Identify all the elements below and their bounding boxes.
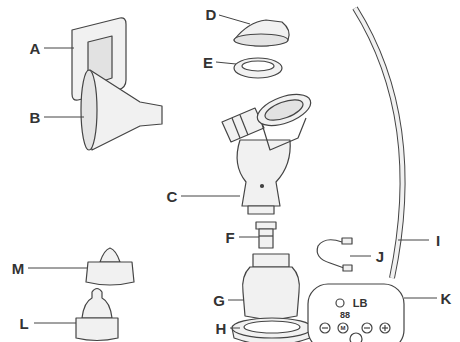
air-tube-outline <box>355 8 403 278</box>
leader-line <box>350 256 371 257</box>
control-button <box>338 323 348 333</box>
cap-rim <box>234 34 288 46</box>
leader-line <box>216 62 236 64</box>
display-text: LB <box>353 298 368 309</box>
usb-plug <box>342 238 352 244</box>
callout-letter: L <box>19 316 28 331</box>
sealing-cap <box>86 262 134 285</box>
button-plus <box>384 325 385 331</box>
control-unit <box>308 284 404 342</box>
body-outlet <box>248 206 274 214</box>
body-neck <box>262 118 306 150</box>
callout-letter: C <box>167 189 178 204</box>
air-tube <box>355 8 403 278</box>
leader-line <box>44 48 74 49</box>
bottle-base-hole <box>244 321 300 333</box>
callout-letter: A <box>30 41 41 56</box>
membrane-cap <box>234 20 289 46</box>
valve-thread <box>259 235 273 236</box>
bottle-neck <box>253 254 289 267</box>
bottle-base <box>232 318 312 338</box>
button-text: M <box>341 325 346 331</box>
callout-letter: M <box>12 261 25 276</box>
usb-plug <box>343 265 352 271</box>
body-head-inner <box>262 96 305 125</box>
callout-letter: D <box>206 7 217 22</box>
display-icon <box>336 299 344 307</box>
button-minus <box>364 327 370 328</box>
leader-line <box>239 237 259 238</box>
leader-line <box>34 323 76 324</box>
shield-opening <box>81 70 97 150</box>
valve-body <box>259 229 273 248</box>
port-rib <box>240 115 248 135</box>
callout-letter: G <box>213 293 225 308</box>
leader-line <box>219 15 250 24</box>
callout-letter: I <box>436 233 440 248</box>
leader-line <box>28 268 87 269</box>
leader-lines <box>28 15 437 328</box>
teat-collar <box>76 318 118 341</box>
usb-cable <box>317 240 344 268</box>
leader-line <box>404 298 437 299</box>
callout-letter: K <box>441 291 452 306</box>
teat <box>82 289 112 319</box>
leader-line <box>230 328 240 329</box>
milk-bottle <box>243 267 300 319</box>
valve-top <box>256 222 276 229</box>
body-dot <box>261 185 264 188</box>
leader-line <box>398 240 429 241</box>
callout-letter: J <box>376 249 384 264</box>
control-button <box>362 323 372 333</box>
callout-letter: F <box>225 230 234 245</box>
sealing-cap-top <box>100 248 120 262</box>
display-text: 88 <box>340 311 350 320</box>
parts-group <box>72 18 404 342</box>
callout-letter: H <box>216 321 227 336</box>
control-button <box>320 323 330 333</box>
callout-letter: B <box>30 110 41 125</box>
callout-letter: E <box>203 55 213 70</box>
leader-line <box>228 300 244 301</box>
button-minus <box>322 327 328 328</box>
leader-line <box>44 117 84 118</box>
power-button <box>350 333 362 342</box>
control-button <box>380 323 390 333</box>
seal-ring <box>234 58 282 78</box>
seal-ring-hole <box>242 61 274 71</box>
body-port <box>222 108 264 142</box>
leader-line <box>181 196 240 197</box>
pump-body <box>237 140 290 206</box>
port-rib <box>232 118 240 138</box>
